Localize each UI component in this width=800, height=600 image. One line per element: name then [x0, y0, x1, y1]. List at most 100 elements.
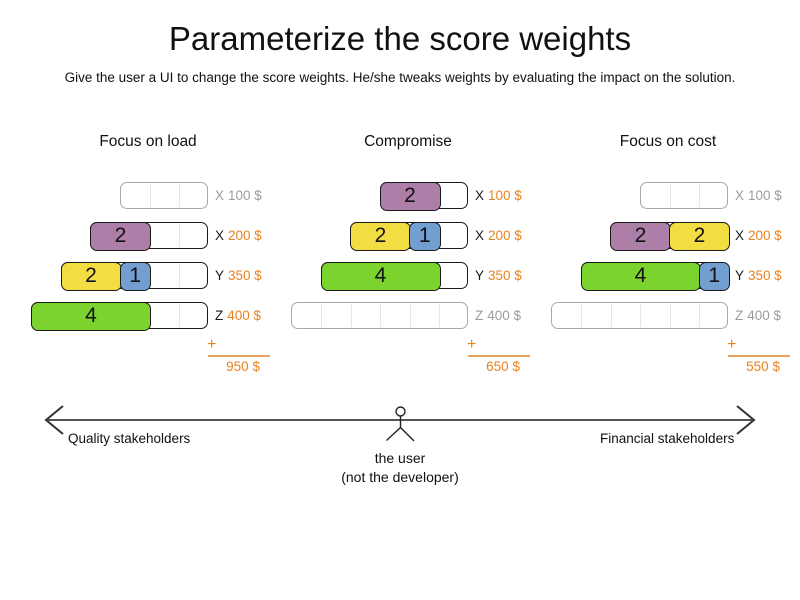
row-label-letter: X	[215, 228, 225, 243]
block-value: 2	[114, 224, 127, 247]
unit-divider	[149, 184, 151, 207]
row-label-cost: 200 $	[748, 228, 782, 243]
unit-divider	[350, 304, 352, 327]
stakeholder-axis	[44, 405, 756, 442]
user-label-line1: the user	[374, 450, 426, 466]
unit-divider	[640, 304, 641, 327]
weight-block-yellow: 2	[60, 262, 122, 291]
unit-divider	[179, 224, 180, 247]
row-label-letter: X	[735, 188, 745, 203]
weight-bar: 4	[320, 262, 468, 291]
weight-bar: 2	[90, 222, 208, 251]
block-value: 2	[634, 224, 647, 247]
row-label-cost: 200 $	[228, 228, 262, 243]
weight-block-purple: 2	[610, 222, 671, 251]
unit-divider	[669, 304, 671, 327]
sum-plus-sign: +	[207, 336, 217, 353]
row-label-letter: X	[215, 188, 225, 203]
sum-line	[468, 355, 530, 357]
weight-block-yellow: 2	[669, 222, 730, 251]
left-arrowhead-icon	[44, 405, 64, 435]
financial-stakeholders-label: Financial stakeholders	[600, 431, 735, 446]
row-label-cost: 350 $	[748, 268, 782, 283]
row-label-cost: 400 $	[487, 308, 522, 323]
weight-bar	[551, 302, 728, 329]
sum-plus-sign: +	[467, 336, 477, 353]
row-label-cost: 100 $	[488, 188, 522, 203]
unit-divider	[179, 264, 180, 287]
row-label-letter: X	[735, 228, 745, 243]
weight-bar: 4	[31, 302, 208, 331]
weight-block-blue: 1	[698, 262, 730, 291]
row-label-cost: 100 $	[228, 188, 262, 203]
page-subtitle: Give the user a UI to change the score w…	[64, 70, 736, 85]
weight-bar	[291, 302, 468, 329]
scenario-title: Focus on cost	[619, 133, 717, 150]
block-value: 2	[85, 264, 97, 287]
unit-divider	[179, 184, 180, 207]
weight-block-green: 4	[580, 262, 701, 291]
row-label-letter: Y	[735, 268, 745, 283]
unit-divider	[581, 304, 582, 327]
block-value: 4	[85, 304, 97, 327]
row-label-letter: X	[475, 188, 485, 203]
right-arrowhead-icon	[736, 405, 756, 435]
weight-block-blue: 1	[409, 222, 441, 251]
row-label-cost: 400 $	[227, 308, 262, 323]
sum-line	[208, 355, 270, 357]
page-title: Parameterize the score weights	[168, 20, 632, 57]
block-value: 1	[129, 264, 142, 287]
sum-value: 950 $	[226, 359, 260, 374]
sum-plus-sign: +	[727, 336, 737, 353]
block-value: 1	[418, 224, 431, 247]
block-value: 4	[374, 264, 387, 287]
row-label-letter: Z	[215, 308, 224, 323]
weight-block-yellow: 2	[350, 222, 411, 251]
row-label-letter: Y	[475, 268, 485, 283]
unit-divider	[179, 304, 180, 327]
row-label-letter: Y	[215, 268, 225, 283]
weight-block-purple: 2	[379, 182, 441, 211]
scenario-title: Focus on load	[99, 133, 197, 150]
sum-value: 550 $	[746, 359, 780, 374]
weight-bar: 2	[379, 182, 468, 211]
row-label-cost: 350 $	[488, 268, 522, 283]
user-stick-figure-icon	[386, 406, 415, 442]
row-label-cost: 200 $	[488, 228, 522, 243]
scenario-title: Compromise	[364, 133, 452, 150]
weight-bar	[119, 182, 208, 209]
block-value: 4	[634, 264, 647, 287]
quality-stakeholders-label: Quality stakeholders	[68, 431, 191, 446]
sum-line	[728, 355, 790, 357]
user-label-line2: (not the developer)	[341, 469, 459, 485]
sum-value: 650 $	[486, 359, 520, 374]
weight-block-green: 4	[320, 262, 441, 291]
unit-divider	[380, 304, 381, 327]
block-value: 1	[708, 264, 721, 287]
unit-divider	[699, 184, 700, 207]
unit-divider	[409, 304, 411, 327]
row-label-cost: 400 $	[747, 308, 782, 323]
row-label-cost: 100 $	[748, 188, 782, 203]
row-label-letter: X	[475, 228, 485, 243]
weight-block-purple: 2	[90, 222, 151, 251]
